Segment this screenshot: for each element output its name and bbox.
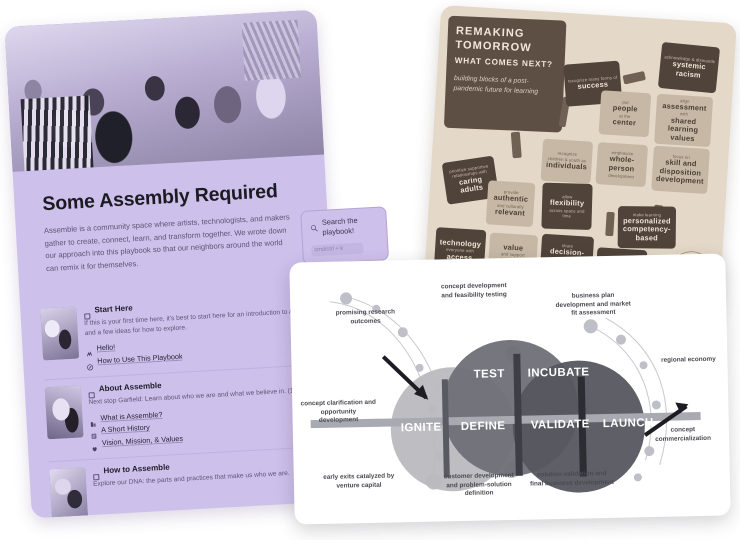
book-icon — [92, 468, 100, 481]
stage-validate: VALIDATE — [530, 418, 590, 432]
poster-block: acknowledge & dismantle systemic racism — [657, 41, 721, 94]
section-thumbnail — [49, 467, 89, 519]
hero-photo-figure-striped — [21, 94, 94, 172]
search-input[interactable]: Search the playbook! — [321, 215, 358, 237]
link-label: A Short History — [100, 422, 150, 435]
stage-test: TEST — [473, 368, 505, 381]
building-icon — [89, 414, 96, 427]
section-title: How to Assemble — [103, 462, 170, 476]
search-icon — [310, 219, 318, 232]
link-what-is-assemble[interactable]: What is Assemble? — [89, 400, 326, 427]
annotation-early-exits: early exits catalyzed by venture capital — [323, 472, 395, 490]
annotation-solution-validation: solution validation and final business d… — [530, 469, 614, 488]
annotation-concept-commercialization: concept commercialization — [655, 426, 712, 443]
poster-heading-line2: TOMORROW — [455, 38, 532, 54]
book-icon — [83, 307, 91, 320]
annotation-concept-development: concept development and feasibility test… — [440, 282, 507, 300]
stage-ignite: IGNITE — [400, 421, 442, 435]
poster-subtitle: building blocks of a post-pandemic futur… — [453, 74, 539, 96]
link-a-short-history[interactable]: A Short History — [90, 413, 327, 440]
annotation-business-plan: business plan development and market fit… — [555, 291, 631, 317]
search-popover[interactable]: Search the playbook! cmd/ctrl + k — [300, 206, 401, 275]
poster-headline-block: REMAKING TOMORROW WHAT COMES NEXT? build… — [443, 15, 567, 133]
wave-icon — [85, 345, 93, 357]
link-label: What is Assemble? — [100, 409, 163, 422]
link-vision-mission-values[interactable]: Vision, Mission, & Values — [91, 425, 328, 452]
link-label: Vision, Mission, & Values — [101, 433, 184, 447]
scroll-icon — [90, 427, 97, 440]
poster-block: focus on skill and disposition developme… — [651, 145, 710, 195]
assemble-playbook-card[interactable]: Some Assembly Required Assemble is a com… — [4, 9, 344, 519]
poster-block: emphasize whole-person development — [595, 142, 648, 188]
link-label: How to Use This Playbook — [97, 351, 183, 366]
link-hello[interactable]: Hello! — [85, 331, 322, 357]
poster-block: put people at the center — [598, 90, 652, 138]
poster-block: make learning personalized competency-ba… — [617, 206, 677, 249]
page-title: Some Assembly Required — [41, 180, 279, 216]
link-label: Hello! — [96, 342, 116, 353]
hero-photo-wall-art — [241, 19, 302, 81]
playbook-hero-photo — [4, 9, 325, 172]
annotation-promising-research: promising research outcomes — [335, 308, 396, 325]
annotation-concept-clarification: concept clarification and opportunity de… — [300, 398, 376, 425]
poster-block: allow flexibility across space and time — [541, 182, 593, 230]
stage-incubate: INCUBATE — [527, 366, 590, 380]
book-icon — [88, 386, 95, 399]
section-thumbnail — [44, 385, 84, 440]
innovation-lifecycle-diagram-card[interactable]: IGNITE DEFINE TEST INCUBATE VALIDATE LAU… — [289, 253, 731, 525]
section-title: Start Here — [94, 303, 133, 315]
link-how-to-use-playbook[interactable]: How to Use This Playbook — [86, 344, 323, 371]
venn-diagram-graphic — [310, 292, 701, 493]
list-item[interactable]: Start Here If this is your first time he… — [40, 286, 324, 380]
page-lede: Assemble is a community space where arti… — [43, 212, 290, 273]
section-thumbnail — [40, 306, 80, 361]
stage-define: DEFINE — [460, 420, 506, 434]
heart-icon — [91, 439, 98, 452]
playbook-section-list: Start Here If this is your first time he… — [40, 286, 333, 519]
annotation-customer-development: customer development and problem-solutio… — [443, 471, 514, 498]
search-shortcut-hint: cmd/ctrl + k — [311, 242, 364, 257]
figure-icon — [622, 70, 646, 85]
figure-icon — [510, 131, 522, 159]
poster-block: recognize children & youth as individual… — [540, 138, 594, 184]
poster-block: align assessment with shared learning va… — [654, 93, 714, 148]
list-item[interactable]: About Assemble Next stop Garfield: Learn… — [44, 364, 329, 462]
figure-icon — [605, 211, 615, 237]
poster-heading-line3: WHAT COMES NEXT? — [454, 55, 553, 69]
annotation-regional-economy: regional economy — [661, 355, 716, 364]
poster-block: provide authentic and culturally relevan… — [485, 180, 536, 228]
section-title: About Assemble — [98, 381, 162, 394]
compass-icon — [86, 358, 94, 371]
list-item[interactable]: How to Assemble Explore our DNA: the par… — [48, 445, 333, 519]
